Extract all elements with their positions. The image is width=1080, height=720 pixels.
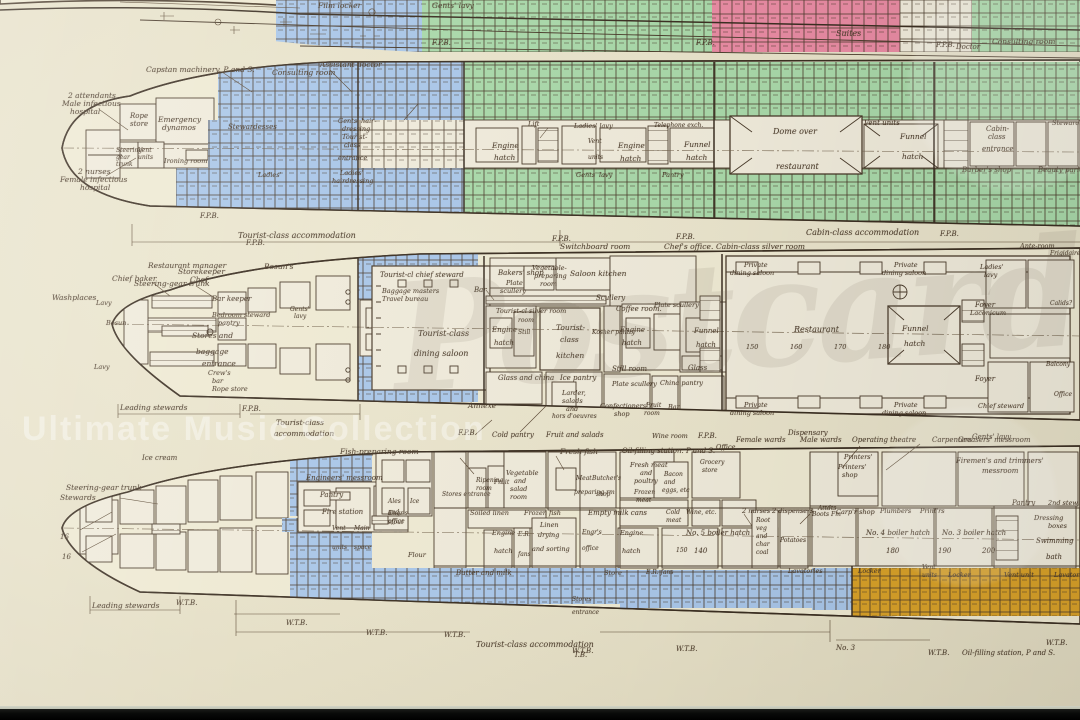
deck-section-main [61,59,1080,246]
deck-section-lower [61,445,1080,642]
photo-bottom-edge [0,706,1080,720]
deck-section-upper [0,0,1080,59]
leader-lines [79,69,921,553]
deck-section-middle [111,247,1080,421]
